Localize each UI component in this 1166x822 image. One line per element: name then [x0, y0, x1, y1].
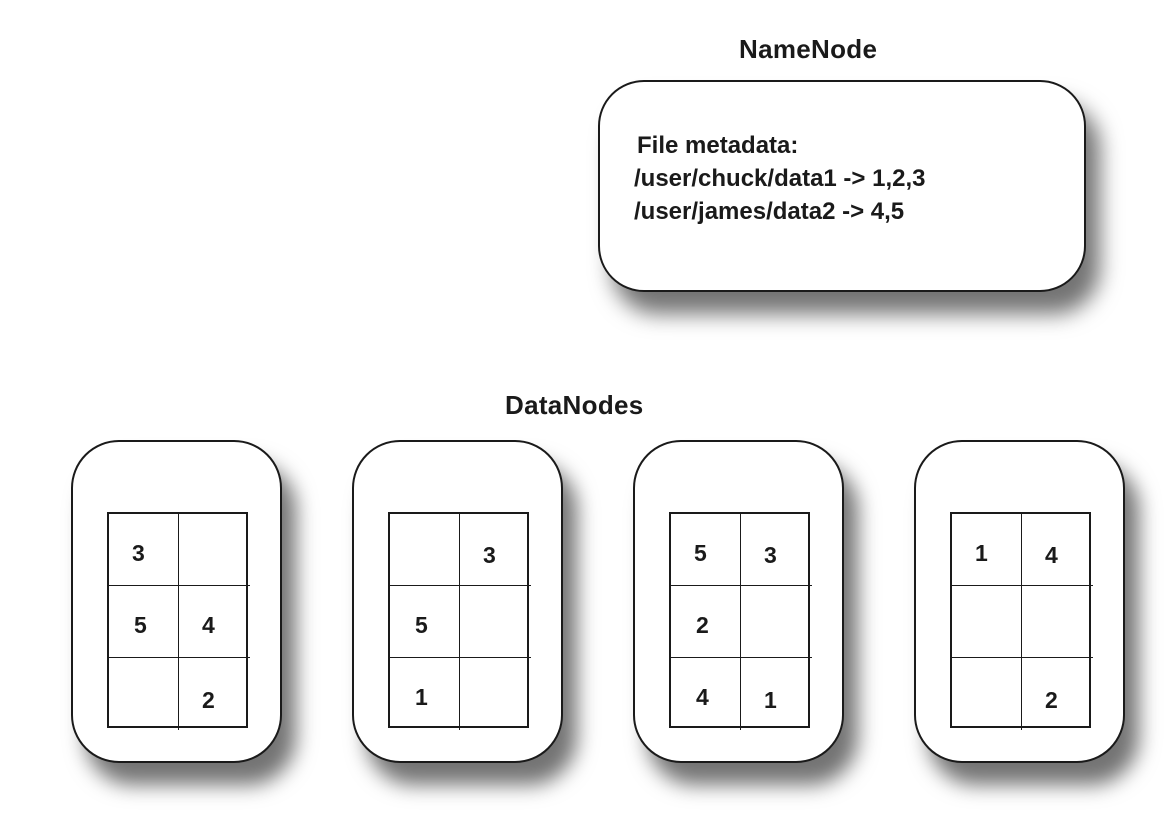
block-cell: 4: [1022, 514, 1093, 586]
namenode-title: NameNode: [739, 34, 878, 64]
block-id: 3: [764, 542, 777, 568]
block-grid: 5 3 2 4 1: [669, 512, 812, 730]
block-id: 2: [1045, 687, 1058, 713]
block-grid: 1 4 2: [950, 512, 1093, 730]
block-cell: 5: [671, 514, 741, 586]
datanode-2: 3 5 1: [352, 440, 563, 763]
block-id: 2: [202, 687, 215, 713]
block-cell: [109, 658, 179, 730]
block-cell: 2: [671, 586, 741, 658]
block-grid: 3 5 1: [388, 512, 531, 730]
block-grid: 3 5 4 2: [107, 512, 250, 730]
file-metadata: File metadata: /user/chuck/data1 -> 1,2,…: [634, 129, 925, 228]
block-cell: 2: [179, 658, 250, 730]
metadata-entry: /user/james/data2 -> 4,5: [634, 198, 905, 225]
namenode-box: File metadata: /user/chuck/data1 -> 1,2,…: [598, 80, 1086, 292]
block-cell: 5: [109, 586, 179, 658]
block-cell: [179, 514, 250, 586]
block-id: 2: [696, 612, 709, 638]
block-id: 4: [1045, 542, 1058, 568]
block-cell: [952, 586, 1022, 658]
block-cell: 1: [952, 514, 1022, 586]
datanode-4: 1 4 2: [914, 440, 1125, 763]
block-cell: [460, 586, 531, 658]
block-id: 1: [415, 684, 428, 710]
datanode-1: 3 5 4 2: [71, 440, 282, 763]
block-cell: 1: [390, 658, 460, 730]
block-cell: 2: [1022, 658, 1093, 730]
block-cell: 3: [741, 514, 812, 586]
block-cell: 1: [741, 658, 812, 730]
block-cell: [741, 586, 812, 658]
block-id: 4: [696, 684, 709, 710]
block-cell: 3: [109, 514, 179, 586]
block-cell: 5: [390, 586, 460, 658]
datanodes-title: DataNodes: [505, 390, 644, 420]
block-cell: [390, 514, 460, 586]
datanode-3: 5 3 2 4 1: [633, 440, 844, 763]
block-id: 5: [415, 612, 428, 638]
metadata-entry: /user/chuck/data1 -> 1,2,3: [634, 165, 926, 192]
block-id: 1: [764, 687, 777, 713]
metadata-heading: File metadata:: [637, 132, 799, 159]
block-id: 3: [483, 542, 496, 568]
block-cell: 4: [179, 586, 250, 658]
block-cell: [460, 658, 531, 730]
block-id: 3: [132, 540, 145, 566]
block-id: 1: [975, 540, 988, 566]
block-cell: [1022, 586, 1093, 658]
block-cell: 4: [671, 658, 741, 730]
block-id: 5: [694, 540, 707, 566]
block-id: 5: [134, 612, 147, 638]
block-cell: 3: [460, 514, 531, 586]
block-cell: [952, 658, 1022, 730]
block-id: 4: [202, 612, 215, 638]
